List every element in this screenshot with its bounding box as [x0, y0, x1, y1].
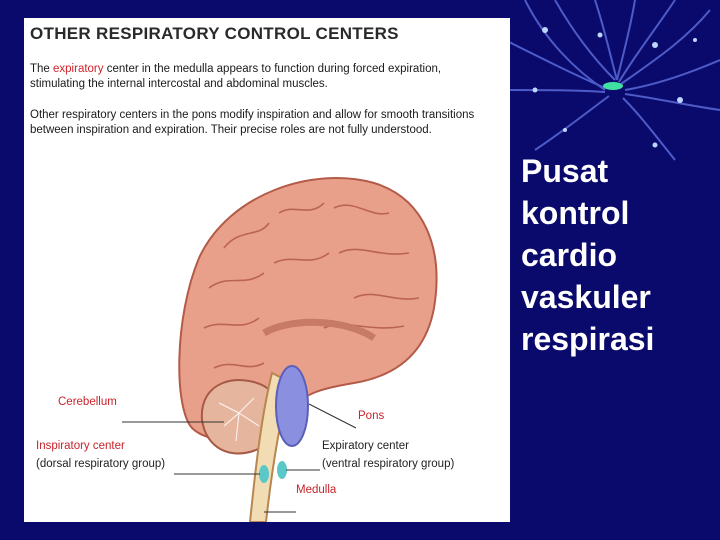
paragraph-1-highlight: expiratory	[53, 63, 104, 75]
label-cerebellum: Cerebellum	[58, 396, 117, 408]
inspiratory-center-marker	[259, 465, 269, 483]
label-expiratory-sub: (ventral respiratory group)	[322, 458, 455, 470]
label-inspiratory-center: Inspiratory center	[36, 440, 125, 452]
pons-shape	[275, 365, 309, 447]
brain-illustration	[122, 177, 438, 522]
label-inspiratory-sub: (dorsal respiratory group)	[36, 458, 166, 470]
side-heading-line-2: kontrol	[521, 195, 630, 231]
brain-figure: OTHER RESPIRATORY CONTROL CENTERS The ex…	[24, 18, 510, 522]
decorative-streaks	[505, 0, 720, 161]
paragraph-1-text-start: The	[30, 63, 54, 75]
side-heading: Pusat kontrol cardio vaskuler respirasi	[521, 150, 654, 360]
corpus-callosum-shape	[262, 318, 376, 341]
brain-folds	[203, 202, 420, 369]
figure-paragraph-1: The expiratory center in the medulla app…	[30, 62, 496, 92]
figure-paragraph-2: Other respiratory centers in the pons mo…	[30, 109, 475, 136]
label-expiratory-center: Expiratory center	[322, 440, 409, 452]
label-leader-lines	[122, 403, 357, 513]
side-heading-line-5: respirasi	[521, 321, 655, 357]
label-pons: Pons	[358, 410, 385, 422]
label-medulla: Medulla	[296, 484, 337, 496]
side-heading-line-3: cardio	[521, 237, 618, 273]
side-heading-line-4: vaskuler	[521, 279, 651, 315]
paragraph-1-text-end: center in the medulla appears to functio…	[30, 63, 442, 90]
side-heading-line-1: Pusat	[521, 153, 609, 189]
figure-title: OTHER RESPIRATORY CONTROL CENTERS	[30, 24, 399, 43]
expiratory-center-marker	[277, 461, 287, 479]
